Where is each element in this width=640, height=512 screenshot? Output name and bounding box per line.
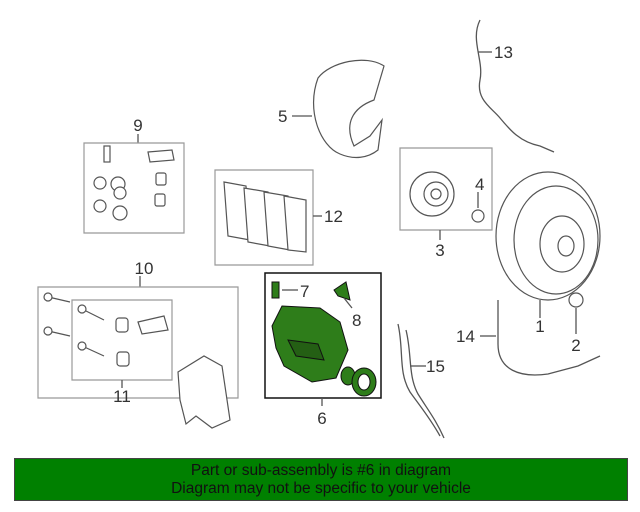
part-9-hardware-kit[interactable]: [83, 134, 185, 234]
callout-11: 11: [113, 387, 131, 406]
part-5-dust-shield[interactable]: [292, 59, 385, 159]
banner-line-2: Diagram may not be specific to your vehi…: [171, 480, 471, 497]
callout-5: 5: [278, 107, 287, 126]
callout-10: 10: [135, 259, 154, 278]
part-1-brake-rotor[interactable]: [495, 171, 601, 318]
part-15-brake-hose[interactable]: [397, 323, 445, 439]
callout-2: 2: [571, 336, 580, 355]
part-2-rotor-screw[interactable]: [568, 292, 584, 334]
callout-1: 1: [535, 317, 544, 336]
callout-14: 14: [456, 327, 475, 346]
part-14-wheel-speed-sensor[interactable]: [480, 300, 601, 376]
part-10-caliper-bracket-kit[interactable]: [37, 276, 239, 429]
callout-15: 15: [426, 357, 445, 376]
callout-13: 13: [494, 43, 513, 62]
callout-8: 8: [352, 311, 361, 330]
part-7-bleeder-screw[interactable]: [271, 281, 298, 299]
callout-7: 7: [300, 282, 309, 301]
callout-9: 9: [133, 116, 142, 135]
part-12-brake-pads[interactable]: [214, 169, 322, 266]
callout-12: 12: [324, 207, 343, 226]
banner-line-1: Part or sub-assembly is #6 in diagram: [190, 462, 452, 479]
callout-6: 6: [317, 409, 326, 428]
disclaimer-banner: Part or sub-assembly is #6 in diagram Di…: [14, 458, 628, 501]
part-13-sensor-harness[interactable]: [475, 19, 555, 153]
callout-4: 4: [475, 175, 484, 194]
parts-diagram: 9 12 10 11 5 13: [37, 19, 601, 439]
part-6-caliper-assembly[interactable]: [264, 272, 382, 406]
callout-3: 3: [435, 241, 444, 260]
part-3-hub-assembly[interactable]: [399, 147, 493, 240]
part-8-clip[interactable]: [333, 281, 353, 309]
